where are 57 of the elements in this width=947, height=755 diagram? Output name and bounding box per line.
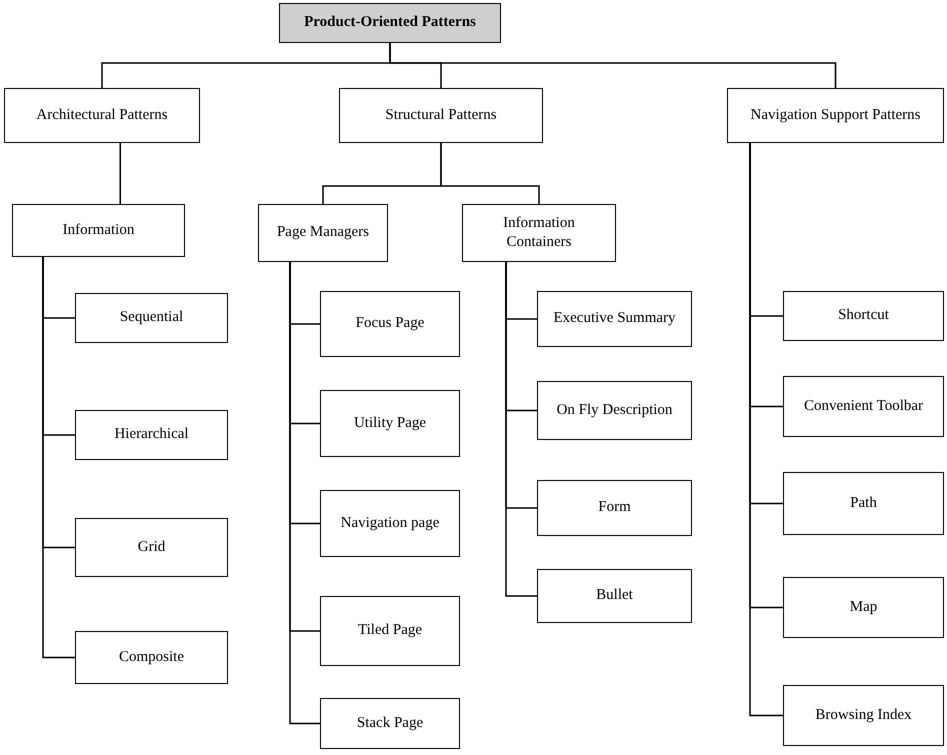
box-label: Stack Page	[356, 714, 424, 733]
pattern-box	[783, 291, 944, 341]
pattern-box	[537, 569, 692, 623]
box-label: Form	[598, 498, 631, 518]
pattern-box	[462, 204, 616, 262]
pattern-box	[75, 518, 228, 577]
box-label: Focus Page	[356, 314, 424, 334]
box-label: Grid	[138, 538, 166, 557]
box-label: Bullet	[596, 586, 633, 606]
pattern-box	[320, 291, 460, 357]
pattern-box	[320, 698, 460, 749]
pattern-box	[75, 293, 228, 343]
box-label: Structural Patterns	[385, 106, 497, 125]
pattern-box	[4, 88, 200, 143]
pattern-box	[783, 685, 944, 746]
box-label: Convenient Toolbar	[804, 396, 924, 416]
box-label: Tiled Page	[358, 621, 422, 640]
box-label: On Fly Description	[556, 400, 672, 420]
box-label: Page Managers	[276, 223, 370, 242]
pattern-box	[727, 88, 944, 143]
box-label: Map	[850, 598, 878, 617]
pattern-box	[75, 410, 228, 460]
connector-line	[389, 43, 836, 88]
box-label: Composite	[118, 648, 184, 667]
box-label: Sequential	[120, 308, 184, 328]
box-label: Navigation Support Patterns	[750, 106, 920, 125]
box-label: Architectural Patterns	[36, 106, 168, 125]
box-label: Utility Page	[354, 414, 426, 433]
pattern-box	[12, 204, 185, 257]
box-label: Product-Oriented Patterns	[304, 13, 476, 32]
pattern-box	[320, 490, 460, 557]
pattern-box	[339, 88, 543, 143]
connector-line	[120, 143, 121, 204]
pattern-box	[320, 390, 460, 457]
box-label: Path	[850, 494, 877, 513]
pattern-box	[320, 596, 460, 666]
connector-line	[440, 143, 540, 204]
box-label: Information Containers	[502, 214, 576, 252]
connector-line	[42, 257, 75, 658]
box-label: Hierarchical	[114, 425, 189, 444]
pattern-box	[783, 472, 944, 535]
box-label: Navigation page	[340, 514, 440, 533]
pattern-box	[537, 480, 692, 536]
pattern-box	[258, 204, 388, 262]
pattern-box	[783, 577, 944, 638]
connector-line	[749, 143, 783, 716]
pattern-box	[75, 631, 228, 684]
pattern-box	[783, 376, 944, 437]
title-box	[279, 3, 501, 43]
box-label: Information	[62, 220, 134, 240]
box-label: Browsing Index	[815, 706, 912, 725]
box-label: Shortcut	[838, 306, 889, 326]
connector-line	[505, 262, 537, 597]
pattern-box	[537, 291, 692, 347]
box-label: Executive Summary	[553, 309, 676, 328]
pattern-box	[537, 381, 692, 440]
connector-line	[289, 262, 320, 724]
